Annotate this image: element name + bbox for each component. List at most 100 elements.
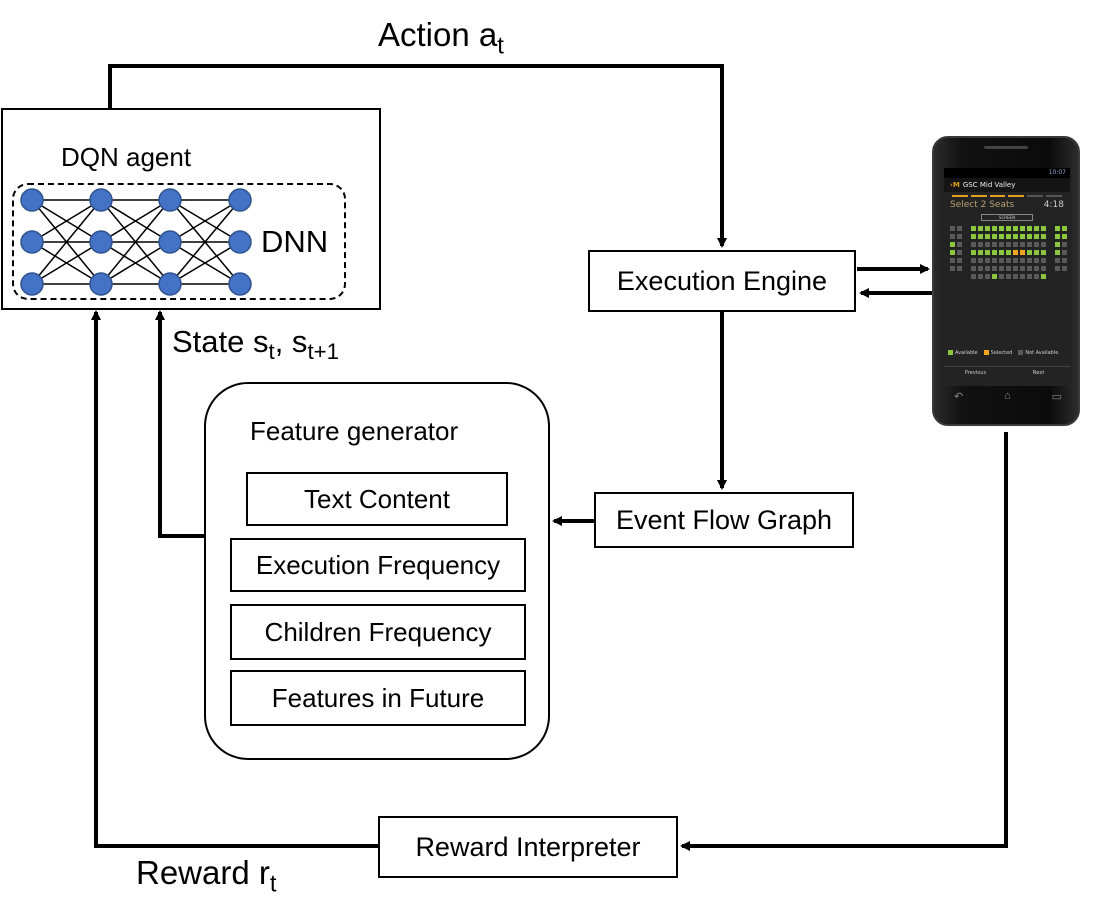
- seat: [950, 258, 955, 263]
- seat: [957, 250, 962, 255]
- seat: [1034, 274, 1039, 279]
- state-label-subscript-t: t: [268, 339, 275, 365]
- seat: [971, 266, 976, 271]
- seat: [1041, 226, 1046, 231]
- seat: [1006, 258, 1011, 263]
- seat: [1013, 266, 1018, 271]
- seat: [950, 234, 955, 239]
- seat: [1013, 274, 1018, 279]
- seat: [1034, 250, 1039, 255]
- seat: [978, 266, 983, 271]
- seat: [1020, 250, 1025, 255]
- seat: [1062, 258, 1067, 263]
- seat: [1055, 258, 1060, 263]
- seat: [1055, 242, 1060, 247]
- seat: [1041, 258, 1046, 263]
- seat: [978, 258, 983, 263]
- dqn-agent-title: DQN agent: [61, 142, 192, 172]
- phone-to-reward-arrow: [680, 432, 1008, 851]
- seat: [978, 234, 983, 239]
- phone-progress-steps: [944, 192, 1070, 200]
- legend-available-text: Available: [955, 350, 978, 356]
- seat: [985, 242, 990, 247]
- state-label-separator: , s: [274, 324, 308, 359]
- seat: [1034, 258, 1039, 263]
- seat: [1027, 266, 1032, 271]
- seat-map: [950, 226, 1067, 279]
- nn-node: [20, 188, 44, 212]
- neural-network: [20, 188, 252, 296]
- nn-node: [20, 230, 44, 254]
- seat: [1006, 274, 1011, 279]
- nn-node: [158, 272, 182, 296]
- seat: [978, 242, 983, 247]
- seat: [957, 258, 962, 263]
- seat: [1027, 226, 1032, 231]
- seat: [1020, 266, 1025, 271]
- seat: [957, 234, 962, 239]
- phone-select-row: Select 2 Seats 4:18: [944, 200, 1070, 210]
- seat: [1006, 266, 1011, 271]
- nn-edge: [31, 199, 102, 243]
- seat: [985, 258, 990, 263]
- progress-step: [1046, 195, 1062, 197]
- seat: [999, 242, 1004, 247]
- seat: [1006, 242, 1011, 247]
- reward-interpreter-box: Reward Interpreter: [378, 816, 678, 878]
- seat: [1034, 242, 1039, 247]
- progress-step: [989, 195, 1006, 197]
- seat: [999, 234, 1004, 239]
- action-label: Action at: [378, 16, 504, 61]
- seat: [971, 250, 976, 255]
- seat: [999, 274, 1004, 279]
- seat: [1055, 226, 1060, 231]
- phone-nav-row: Previous Next: [944, 366, 1070, 379]
- phone-select-text: Select 2 Seats: [950, 200, 1015, 210]
- seat: [1020, 226, 1025, 231]
- seat: [985, 250, 990, 255]
- phone-app-title: GSC Mid Valley: [962, 181, 1016, 189]
- seat: [971, 242, 976, 247]
- phone-next-button[interactable]: Next: [1032, 370, 1045, 376]
- reward-label-text: Reward r: [136, 854, 270, 891]
- recent-apps-icon[interactable]: ▭: [1051, 391, 1062, 403]
- feature-generator-box: Feature generator Text Content Execution…: [204, 382, 550, 760]
- seat: [1034, 266, 1039, 271]
- seat: [950, 226, 955, 231]
- seat: [1013, 250, 1018, 255]
- reward-label-subscript: t: [269, 870, 277, 898]
- seat: [1027, 274, 1032, 279]
- execution-engine-box: Execution Engine: [588, 250, 856, 312]
- legend-available: Available: [948, 350, 978, 356]
- nn-node: [228, 272, 252, 296]
- nn-node: [89, 272, 113, 296]
- seat: [1013, 258, 1018, 263]
- action-label-text: Action a: [378, 16, 498, 53]
- phone-previous-button[interactable]: Previous: [964, 370, 987, 376]
- seat: [1041, 274, 1046, 279]
- home-icon[interactable]: ⌂: [1004, 390, 1011, 402]
- seat: [1055, 250, 1060, 255]
- seat: [971, 226, 976, 231]
- seat: [1034, 234, 1039, 239]
- legend-not-available-text: Not Available: [1025, 350, 1059, 356]
- nn-edge: [100, 199, 171, 243]
- legend-selected: Selected: [983, 350, 1012, 356]
- seat: [1020, 258, 1025, 263]
- seat: [1055, 266, 1060, 271]
- seat: [992, 258, 997, 263]
- reward-label: Reward rt: [136, 854, 276, 899]
- seat: [992, 242, 997, 247]
- back-icon[interactable]: ↶: [954, 391, 964, 403]
- dqn-agent-box: DQN agent DNN: [1, 108, 381, 310]
- seat: [978, 274, 983, 279]
- feature-generator-title: Feature generator: [250, 416, 459, 446]
- legend-not-available: Not Available: [1018, 350, 1058, 356]
- phone-status-bar: 10:07: [944, 168, 1070, 178]
- seat: [1034, 226, 1039, 231]
- phone-screen-label: SCREEN: [981, 214, 1033, 221]
- feature-item-execution-frequency: Execution Frequency: [230, 538, 526, 592]
- nn-node: [228, 230, 252, 254]
- nn-edge: [169, 241, 241, 285]
